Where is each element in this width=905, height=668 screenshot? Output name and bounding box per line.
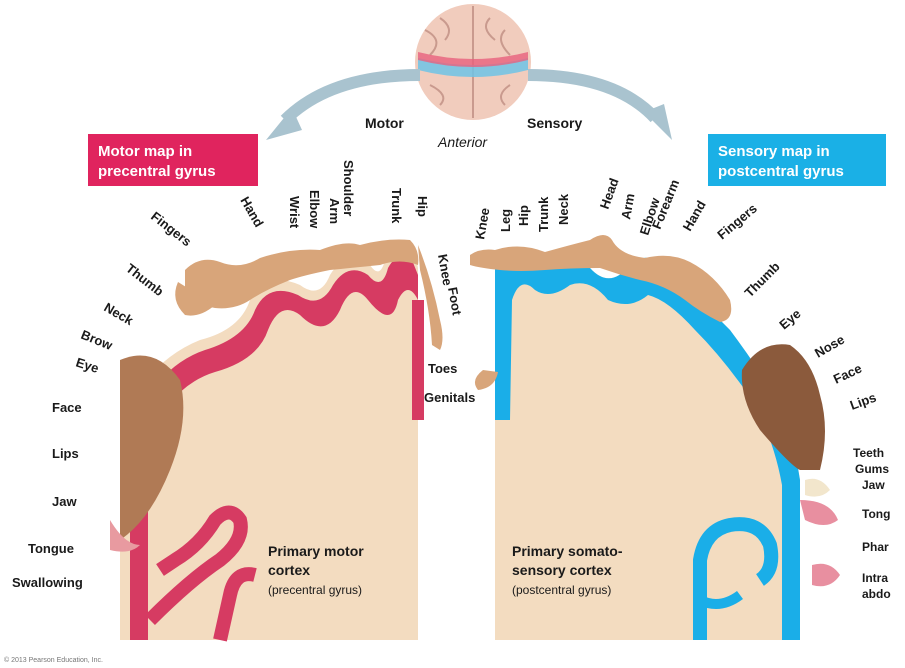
motor-label-foot: Foot [445, 286, 465, 317]
sensory-label-lips: Lips [848, 390, 878, 413]
motor-label-wrist: Wrist [287, 196, 302, 229]
motor-label-toes: Toes [428, 361, 457, 376]
anterior-label: Anterior [437, 134, 488, 150]
motor-label-hip: Hip [415, 196, 430, 217]
motor-label-knee: Knee [435, 253, 455, 287]
sensory-label-gums: Gums [855, 462, 889, 476]
sensory-map-box: Sensory map in postcentral gyrus [708, 134, 886, 186]
sensory-cortex-title-line1: Primary somato- [512, 543, 623, 559]
motor-label-face: Face [52, 400, 82, 415]
sensory-label-jaw: Jaw [862, 478, 885, 492]
motor-label-arm: Arm [327, 198, 342, 224]
motor-map-box: Motor map in precentral gyrus [88, 134, 258, 186]
motor-label-neck: Neck [102, 300, 137, 329]
motor-label-tongue: Tongue [28, 541, 74, 556]
sensory-label-fingers: Fingers [714, 201, 760, 243]
motor-label-swallowing: Swallowing [12, 575, 83, 590]
sensory-label-thumb: Thumb [742, 259, 783, 300]
sensory-cortex-section [495, 253, 800, 640]
copyright-credit: © 2013 Pearson Education, Inc. [4, 656, 103, 664]
motor-label-brow: Brow [79, 327, 116, 353]
motor-label-genitals: Genitals [424, 390, 475, 405]
sensory-map-title-line1: Sensory map in [718, 143, 830, 160]
motor-label-eye: Eye [74, 355, 101, 376]
sensory-cortex-fill [495, 253, 800, 640]
sensory-heading: Sensory [527, 115, 582, 131]
sensory-label-arm: Arm [618, 192, 637, 220]
motor-label-jaw: Jaw [52, 494, 77, 509]
sensory-label-hand: Hand [680, 198, 709, 234]
sensory-cortex-title-line3: (postcentral gyrus) [512, 583, 611, 597]
motor-heading: Motor [365, 115, 404, 131]
sensory-label-pharynx: Phar [862, 540, 889, 554]
sensory-label-intra-line2: abdo [862, 587, 891, 601]
motor-label-fingers: Fingers [148, 209, 194, 250]
sensory-label-tongue: Tong [862, 507, 890, 521]
motor-cortex-title-line1: Primary motor [268, 543, 364, 559]
sensory-label-hip: Hip [516, 205, 531, 226]
motor-map-title-line1: Motor map in [98, 143, 192, 160]
sensory-label-knee: Knee [472, 207, 492, 241]
sensory-label-nose: Nose [812, 332, 847, 361]
sensory-label-intra-line1: Intra [862, 571, 888, 585]
motor-cortex-title-line2: cortex [268, 562, 310, 578]
sensory-label-head: Head [597, 176, 622, 211]
motor-label-trunk: Trunk [389, 188, 404, 224]
motor-map-title-line2: precentral gyrus [98, 163, 216, 180]
motor-label-elbow: Elbow [307, 190, 322, 229]
sensory-label-trunk: Trunk [536, 196, 551, 232]
sensory-label-neck: Neck [556, 193, 571, 225]
sensory-label-face: Face [831, 361, 864, 387]
brain-top-view [415, 4, 531, 120]
sensory-label-eye: Eye [776, 306, 803, 332]
sensory-cortex-title: Primary somato- sensory cortex (postcent… [512, 543, 623, 597]
sensory-label-teeth: Teeth [853, 446, 884, 460]
sensory-map-title-line2: postcentral gyrus [718, 163, 844, 180]
motor-cortex-title-line3: (precentral gyrus) [268, 583, 362, 597]
motor-label-shoulder: Shoulder [341, 160, 356, 216]
sensory-label-leg: Leg [498, 209, 513, 232]
motor-label-lips: Lips [52, 446, 79, 461]
sensory-cortex-title-line2: sensory cortex [512, 562, 612, 578]
motor-label-thumb: Thumb [123, 261, 166, 300]
motor-label-hand: Hand [237, 194, 266, 230]
